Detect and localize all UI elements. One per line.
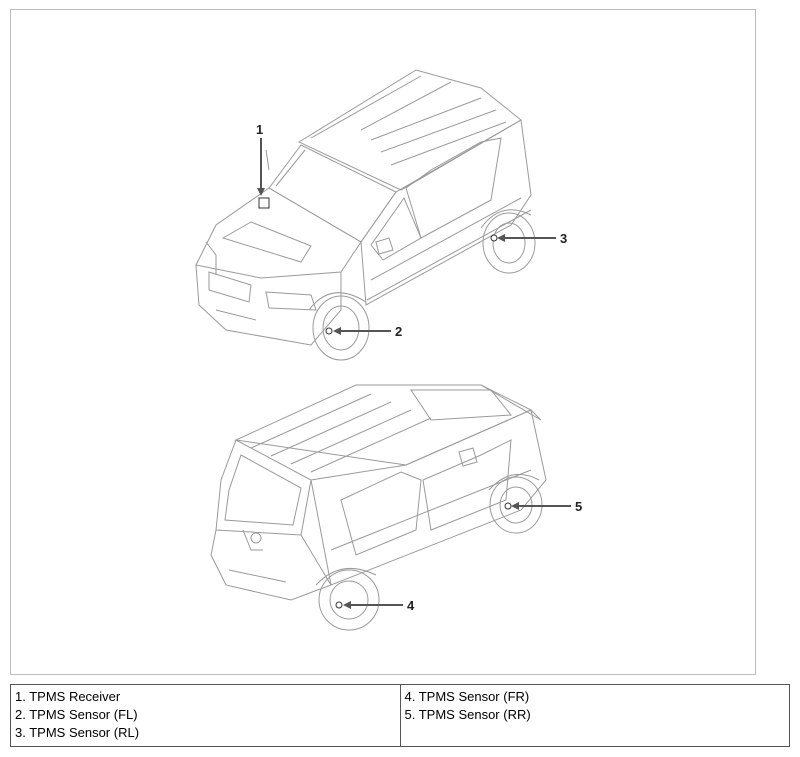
leader-line-3 (497, 234, 556, 242)
vehicle-front-view (195, 69, 536, 361)
tpms-sensor-fr-marker (335, 601, 343, 609)
figure-frame: 1 2 3 4 5 (10, 9, 756, 675)
leader-line-2 (333, 327, 391, 335)
legend-item-tpms-sensor-fl: 2. TPMS Sensor (FL) (15, 707, 138, 722)
tpms-sensor-rr-marker (504, 502, 512, 510)
legend-item-tpms-receiver: 1. TPMS Receiver (15, 689, 121, 704)
tpms-sensor-rl-marker (490, 234, 498, 242)
legend-cell-left: 1. TPMS Receiver 2. TPMS Sensor (FL) 3. … (10, 684, 401, 747)
leader-line-4 (343, 601, 403, 609)
legend-item-tpms-sensor-fr: 4. TPMS Sensor (FR) (404, 689, 530, 704)
callout-3: 3 (560, 231, 567, 246)
callout-4: 4 (407, 598, 415, 613)
legend-item-tpms-sensor-rr: 5. TPMS Sensor (RR) (404, 707, 531, 722)
tpms-receiver-marker (258, 197, 270, 209)
callout-2: 2 (395, 324, 402, 339)
callout-1: 1 (256, 122, 263, 137)
callout-5: 5 (575, 499, 582, 514)
leader-line-5 (511, 502, 571, 510)
legend-cell-right: 4. TPMS Sensor (FR) 5. TPMS Sensor (RR) (399, 684, 790, 747)
vehicle-rear-view (210, 384, 547, 631)
legend-table: 1. TPMS Receiver 2. TPMS Sensor (FL) 3. … (10, 684, 790, 747)
legend-item-tpms-sensor-rl: 3. TPMS Sensor (RL) (15, 725, 140, 740)
vehicle-diagram: 1 2 3 4 5 (195, 69, 582, 631)
tpms-sensor-fl-marker (325, 327, 333, 335)
leader-line-1 (257, 138, 265, 196)
